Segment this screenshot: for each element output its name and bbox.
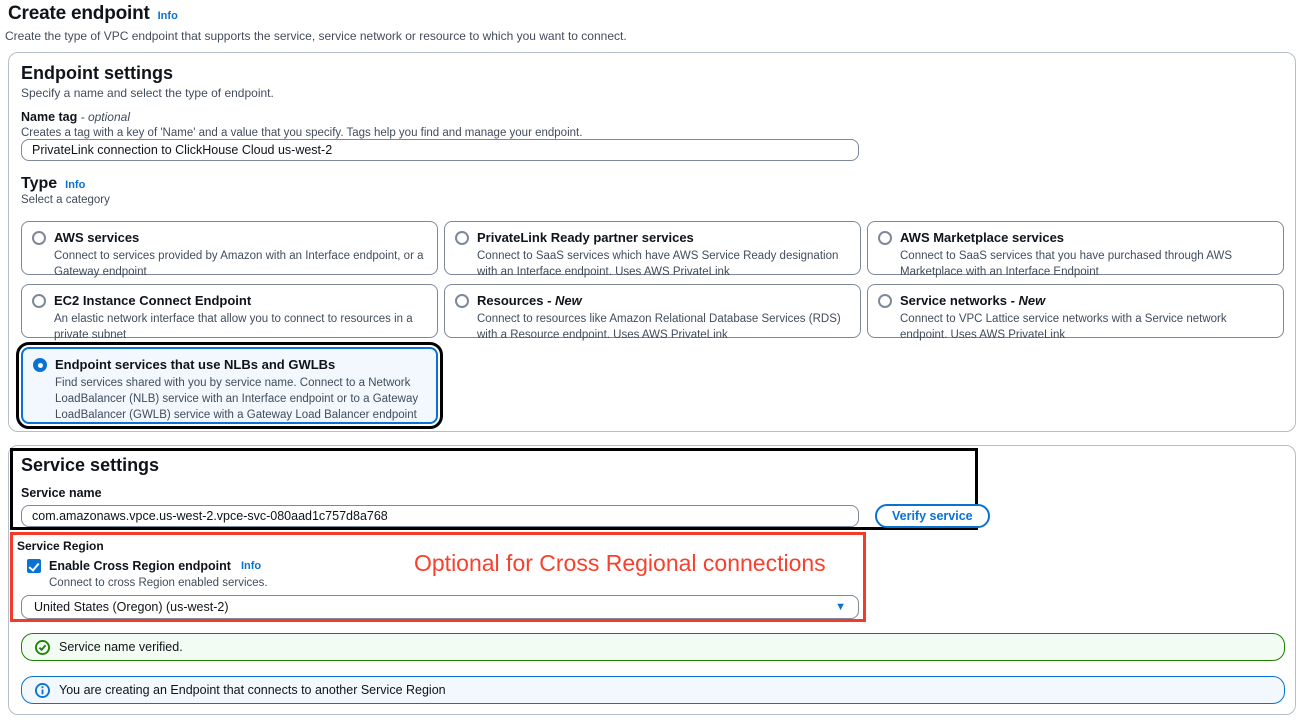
type-info-link[interactable]: Info xyxy=(65,179,86,191)
type-option-aws-services[interactable]: AWS services Connect to services provide… xyxy=(21,221,438,278)
success-icon xyxy=(35,639,50,655)
service-region-select[interactable]: United States (Oregon) (us-west-2) ▼ xyxy=(21,595,859,619)
radio-icon[interactable] xyxy=(32,231,46,245)
option-suffix: - New xyxy=(1006,293,1046,308)
radio-icon[interactable] xyxy=(878,231,892,245)
option-description: Connect to SaaS services which have AWS … xyxy=(477,250,839,278)
name-tag-help: Creates a tag with a key of 'Name' and a… xyxy=(21,127,583,139)
page-title: Create endpoint xyxy=(8,3,150,24)
option-description: Connect to services provided by Amazon w… xyxy=(54,250,424,278)
info-icon xyxy=(35,682,50,698)
info-alert: You are creating an Endpoint that connec… xyxy=(21,676,1285,704)
option-title: Endpoint services that use NLBs and GWLB… xyxy=(55,357,336,372)
option-suffix: - New xyxy=(543,293,582,308)
type-option-ec2-instance-connect[interactable]: EC2 Instance Connect Endpoint An elastic… xyxy=(21,284,438,341)
chevron-down-icon: ▼ xyxy=(835,601,846,613)
cross-region-info-link[interactable]: Info xyxy=(240,560,262,572)
radio-icon[interactable] xyxy=(455,294,469,308)
option-description: Connect to VPC Lattice service networks … xyxy=(900,313,1227,341)
type-option-endpoint-services-nlb-gwlb[interactable]: Endpoint services that use NLBs and GWLB… xyxy=(16,342,443,429)
success-alert-text: Service name verified. xyxy=(59,640,183,654)
option-title: AWS services xyxy=(54,230,140,245)
service-region-selected-value: United States (Oregon) (us-west-2) xyxy=(34,600,229,614)
page-header: Create endpoint Info xyxy=(8,3,178,25)
name-tag-label: Name tag xyxy=(21,110,78,124)
option-description: An elastic network interface that allow … xyxy=(54,313,413,341)
enable-cross-region-label: Enable Cross Region endpoint xyxy=(49,559,231,573)
type-help: Select a category xyxy=(21,194,110,206)
page-info-link[interactable]: Info xyxy=(157,10,178,22)
option-title: PrivateLink Ready partner services xyxy=(477,230,694,245)
cross-region-help: Connect to cross Region enabled services… xyxy=(49,577,268,589)
endpoint-settings-card: Endpoint settings Specify a name and sel… xyxy=(8,52,1296,432)
radio-icon[interactable] xyxy=(32,294,46,308)
name-tag-input[interactable]: PrivateLink connection to ClickHouse Clo… xyxy=(21,139,859,161)
verify-service-button[interactable]: Verify service xyxy=(875,504,990,528)
endpoint-settings-subheading: Specify a name and select the type of en… xyxy=(21,86,274,100)
option-description: Connect to SaaS services that you have p… xyxy=(900,250,1232,278)
annotation-text-cross-region: Optional for Cross Regional connections xyxy=(414,550,826,576)
option-description: Find services shared with you by service… xyxy=(55,377,419,421)
service-region-label: Service Region xyxy=(17,539,104,553)
enable-cross-region-checkbox[interactable] xyxy=(27,559,41,573)
radio-icon[interactable] xyxy=(878,294,892,308)
service-settings-card: Optional for Cross Regional connections … xyxy=(8,445,1296,715)
option-title: EC2 Instance Connect Endpoint xyxy=(54,293,252,308)
service-settings-heading: Service settings xyxy=(21,455,160,475)
type-option-resources[interactable]: Resources - New Connect to resources lik… xyxy=(444,284,861,341)
option-title: Service networks xyxy=(900,293,1007,308)
type-option-marketplace[interactable]: AWS Marketplace services Connect to SaaS… xyxy=(867,221,1284,278)
page-description: Create the type of VPC endpoint that sup… xyxy=(5,29,627,43)
type-label: Type xyxy=(21,175,58,192)
service-name-label: Service name xyxy=(21,486,102,500)
info-alert-text: You are creating an Endpoint that connec… xyxy=(59,683,446,697)
option-title: AWS Marketplace services xyxy=(900,230,1065,245)
service-name-input[interactable]: com.amazonaws.vpce.us-west-2.vpce-svc-08… xyxy=(21,505,859,527)
type-option-privatelink-partner[interactable]: PrivateLink Ready partner services Conne… xyxy=(444,221,861,278)
success-alert: Service name verified. xyxy=(21,633,1285,661)
radio-icon[interactable] xyxy=(455,231,469,245)
option-description: Connect to resources like Amazon Relatio… xyxy=(477,313,841,341)
name-tag-optional: - optional xyxy=(77,110,130,124)
radio-icon-selected[interactable] xyxy=(33,358,47,372)
option-title: Resources xyxy=(477,293,544,308)
type-option-service-networks[interactable]: Service networks - New Connect to VPC La… xyxy=(867,284,1284,341)
endpoint-settings-heading: Endpoint settings xyxy=(21,63,173,83)
